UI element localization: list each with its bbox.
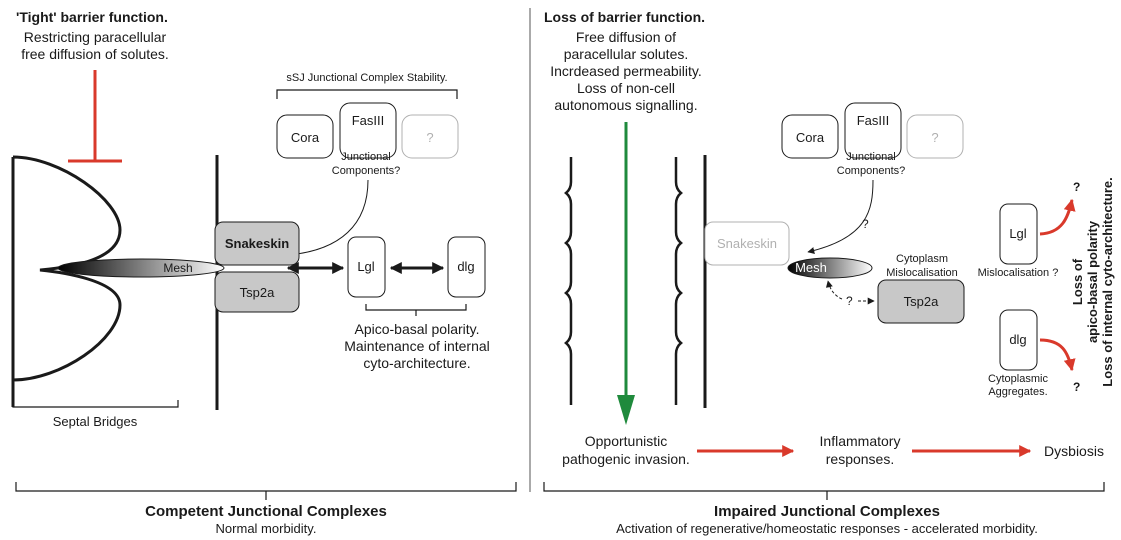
cytoplasm-line-2: Mislocalisation <box>886 267 958 279</box>
fasiii-box <box>339 102 397 159</box>
mesh-ellipse <box>57 258 225 278</box>
lgl-mislocalisation-label: Mislocalisation ? <box>978 267 1059 279</box>
left-footer-title: Competent Junctional Complexes <box>145 503 387 520</box>
left-footer-subtitle: Normal morbidity. <box>216 521 317 536</box>
unknown-component-box <box>401 114 459 159</box>
loss-line-5: autonomous signalling. <box>554 97 697 113</box>
dlg-question-mark: ? <box>1073 380 1080 394</box>
loss-line-2: paracellular solutes. <box>564 46 689 62</box>
unknown-component-box-impaired <box>906 114 964 159</box>
components-to-snakeskin-arrow <box>288 179 369 258</box>
loss-line-4: Loss of non-cell <box>577 80 675 96</box>
aggregates-line-1: Cytoplasmic <box>988 373 1048 385</box>
cora-box-impaired <box>781 114 839 159</box>
dlg-box <box>447 236 486 298</box>
lgl-box-impaired <box>999 203 1038 265</box>
unknown-component-label: ? <box>426 130 433 145</box>
snakeskin-label: Snakeskin <box>225 236 289 251</box>
polarity-line-1: Apico-basal polarity. <box>354 321 479 337</box>
snakeskin-label-faded: Snakeskin <box>717 236 777 251</box>
vertical-loss-line-1: Loss of <box>1070 258 1085 305</box>
lgl-red-arrow <box>1039 198 1076 236</box>
fasiii-label: FasIII <box>352 113 385 128</box>
loss-line-1: Free diffusion of <box>576 29 676 45</box>
dysbiosis-label: Dysbiosis <box>1044 443 1104 459</box>
left-footer-bracket <box>15 482 517 500</box>
aggregates-line-2: Aggregates. <box>988 386 1047 398</box>
fasiii-box-impaired <box>844 102 902 159</box>
right-footer-subtitle: Activation of regenerative/homeostatic r… <box>616 521 1038 536</box>
vertical-loss-line-2: apico-basal polarity <box>1085 220 1100 343</box>
broken-membrane-right <box>674 157 683 405</box>
dlg-box-impaired <box>999 309 1038 371</box>
opportunistic-line-1: Opportunistic <box>585 433 667 449</box>
snakeskin-box <box>214 221 300 266</box>
tsp2a-label-impaired: Tsp2a <box>904 294 939 309</box>
tsp2a-to-mesh-dashed-arrow <box>825 280 843 300</box>
barrier-text-line-2: free diffusion of solutes. <box>21 46 169 62</box>
lgl-box <box>347 236 386 298</box>
lgl-question-mark: ? <box>1073 180 1080 194</box>
junctional-label-line-1: Junctional <box>341 151 391 163</box>
loss-line-3: Incrdeased permeability. <box>550 63 701 79</box>
polarity-bracket <box>365 304 467 316</box>
tsp2a-box <box>214 271 300 313</box>
polarity-line-2: Maintenance of internal <box>344 338 490 354</box>
right-footer-bracket <box>543 482 1105 500</box>
tsp2a-box-impaired <box>877 279 965 324</box>
junctional-label-line-2: Components? <box>332 165 401 177</box>
mesh-question-mark: ? <box>862 217 869 231</box>
snakeskin-box-faded <box>704 221 790 266</box>
left-panel: 'Tight' barrier function. Restricting pa… <box>11 9 517 536</box>
barrier-text-line-1: Restricting paracellular <box>24 29 167 45</box>
cora-label-impaired: Cora <box>796 130 825 145</box>
right-footer-title: Impaired Junctional Complexes <box>714 503 940 520</box>
right-panel: Loss of barrier function. Free diffusion… <box>543 9 1115 536</box>
barrier-title: 'Tight' barrier function. <box>16 9 168 25</box>
cora-box <box>276 114 334 159</box>
inflammatory-line-1: Inflammatory <box>820 433 901 449</box>
septal-label: Septal Bridges <box>53 414 138 429</box>
unknown-component-label-impaired: ? <box>931 130 938 145</box>
loss-title: Loss of barrier function. <box>544 9 705 25</box>
mesh-label-mislocalised: Mesh <box>795 260 827 275</box>
inflammatory-line-2: responses. <box>826 451 894 467</box>
fasiii-label-impaired: FasIII <box>857 113 890 128</box>
cytoplasm-line-1: Cytoplasm <box>896 253 948 265</box>
septal-bracket <box>12 400 179 408</box>
lgl-label: Lgl <box>357 259 374 274</box>
dlg-label: dlg <box>457 259 474 274</box>
vertical-loss-line-3: Loss of internal cyto-architecture. <box>1100 177 1115 387</box>
ssj-label: sSJ Junctional Complex Stability. <box>286 72 447 84</box>
mesh-ellipse-mislocalised <box>787 257 873 279</box>
broken-membrane-left <box>564 157 573 405</box>
dlg-label-impaired: dlg <box>1009 332 1026 347</box>
components-to-mesh-arrow <box>807 179 874 254</box>
lgl-label-impaired: Lgl <box>1009 226 1026 241</box>
cora-label: Cora <box>291 130 320 145</box>
green-down-arrow-head <box>617 395 635 425</box>
opportunistic-line-2: pathogenic invasion. <box>562 451 690 467</box>
ssj-bracket <box>276 89 458 99</box>
mesh-label: Mesh <box>163 261 192 275</box>
tsp2a-question-mark: ? <box>846 294 853 308</box>
tsp2a-label: Tsp2a <box>240 285 275 300</box>
junctional-impaired-line-1: Junctional <box>846 151 896 163</box>
dlg-red-arrow <box>1039 338 1076 372</box>
polarity-line-3: cyto-architecture. <box>363 355 470 371</box>
folded-membrane <box>11 155 122 407</box>
junctional-impaired-line-2: Components? <box>837 165 906 177</box>
